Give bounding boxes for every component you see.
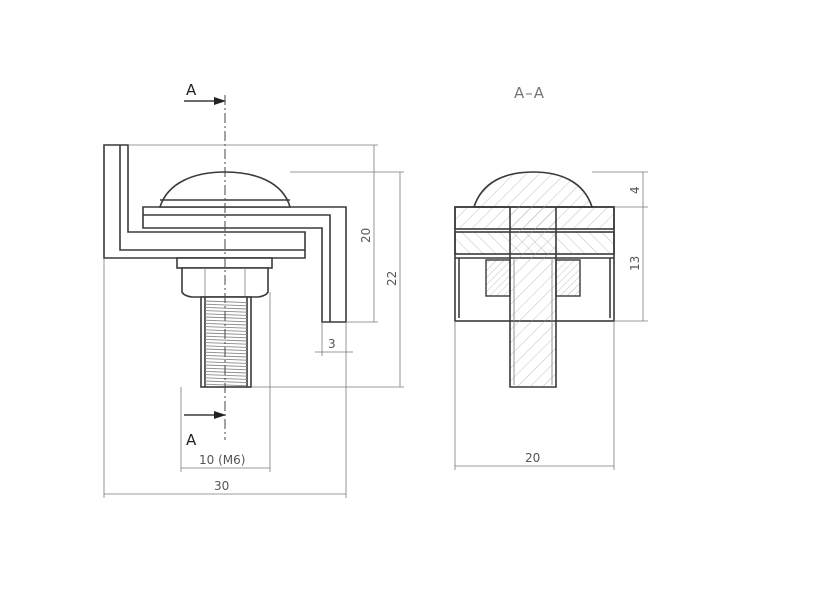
- dim-height-20: 20: [359, 228, 373, 243]
- thread-line: [204, 380, 248, 384]
- thread-line: [204, 316, 248, 320]
- thread-line: [204, 329, 248, 332]
- dim-offset: 3: [328, 337, 336, 351]
- thread-lines: [204, 300, 248, 387]
- dim-height-22: 22: [385, 271, 399, 286]
- thread-line: [204, 338, 248, 342]
- thread-line: [204, 313, 248, 316]
- section-mark-top: A: [186, 81, 197, 99]
- thread-line: [204, 383, 248, 387]
- section-bolt: [472, 171, 594, 388]
- thread-line: [204, 342, 248, 345]
- section-view: [454, 171, 615, 388]
- thread-line: [204, 354, 248, 358]
- section-title: A–A: [514, 84, 545, 102]
- section-mark-bottom: A: [186, 431, 197, 449]
- dim-section-height: 13: [628, 256, 642, 271]
- thread-line: [204, 303, 248, 307]
- front-dimensions: 10 (M6) 30 3 20 22: [103, 144, 404, 498]
- thread-line: [204, 322, 248, 326]
- thread-line: [204, 332, 248, 336]
- thread-line: [204, 374, 248, 377]
- dim-cap-height: 4: [628, 186, 642, 194]
- thread-line: [204, 358, 248, 361]
- dim-thread-label: 10 (M6): [199, 453, 245, 467]
- section-dimensions: 20 4 13: [454, 171, 648, 470]
- thread-line: [204, 345, 248, 348]
- dim-section-width: 20: [525, 451, 540, 465]
- section-nut-right: [555, 259, 581, 297]
- thread-line: [204, 370, 248, 374]
- thread-line: [204, 377, 248, 380]
- thread-line: [204, 306, 248, 310]
- thread-line: [204, 319, 248, 323]
- thread-line: [204, 351, 248, 355]
- thread-line: [204, 364, 248, 368]
- thread-line: [204, 326, 248, 329]
- thread-line: [204, 310, 248, 313]
- thread-line: [204, 335, 248, 339]
- thread-line: [204, 348, 248, 352]
- thread-line: [204, 361, 248, 364]
- thread-line: [204, 300, 248, 304]
- thread-line: [204, 367, 248, 371]
- front-view: A A: [103, 81, 347, 449]
- dim-overall-width: 30: [214, 479, 229, 493]
- section-nut-left: [485, 259, 511, 297]
